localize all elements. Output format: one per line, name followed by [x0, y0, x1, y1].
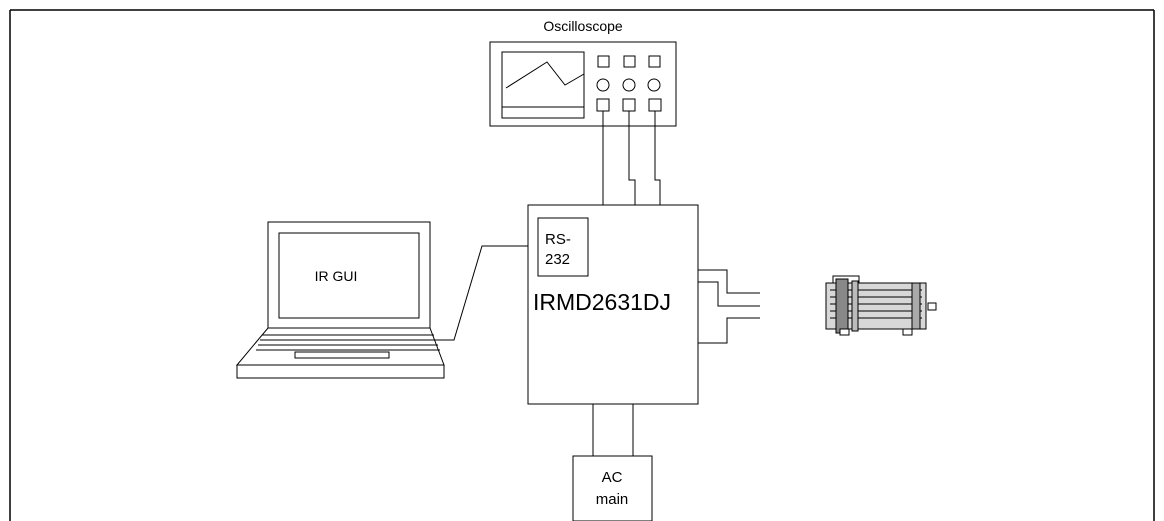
oscilloscope-icon: [489, 41, 677, 127]
rs232-label-line2: 232: [545, 251, 570, 268]
controller-label: IRMD2631DJ: [533, 289, 671, 315]
ac-wires: [592, 404, 634, 456]
rs232-label-line1: RS-: [545, 231, 571, 248]
serial-cable: [436, 245, 538, 341]
probe-wires: [602, 111, 661, 205]
laptop-icon: [235, 221, 445, 379]
laptop-screen-text: IR GUI: [315, 268, 358, 284]
rs232-port-box: [537, 217, 589, 277]
motor-cables: [698, 269, 760, 344]
page-frame: [9, 9, 1155, 521]
ac-main-box: [572, 455, 653, 521]
motor-icon: [825, 275, 937, 336]
ac-main-label-line2: main: [596, 491, 629, 508]
oscilloscope-label: Oscilloscope: [543, 18, 623, 34]
ac-main-label-line1: AC: [602, 469, 623, 486]
